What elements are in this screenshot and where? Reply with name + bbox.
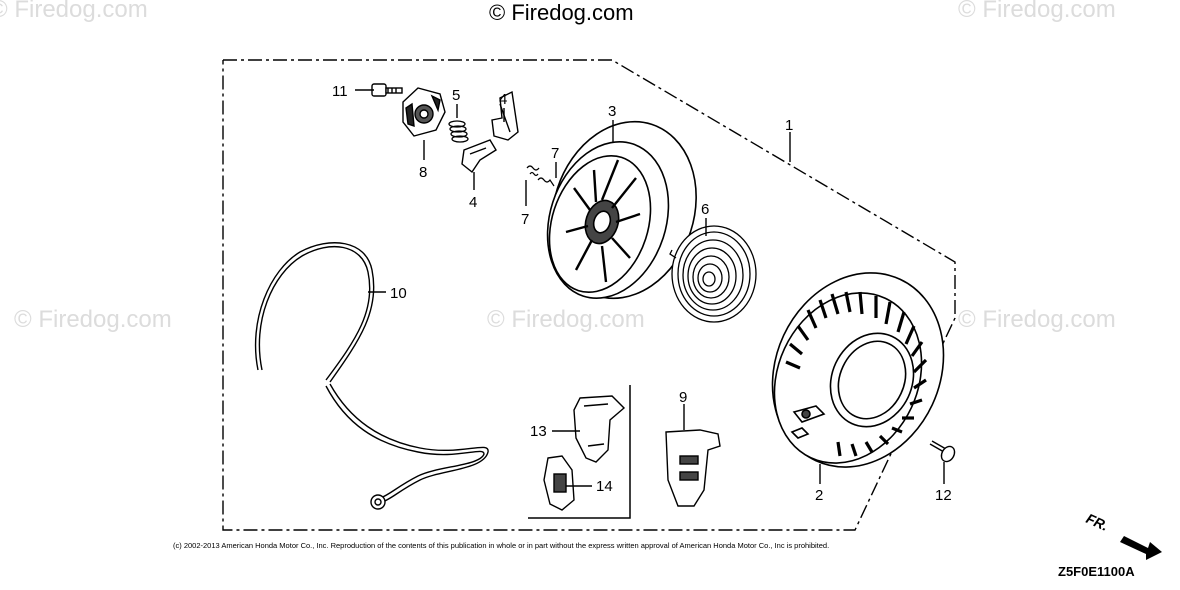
part-4-pawl-upper — [491, 90, 519, 141]
watermark-mid-left: © Firedog.com — [14, 306, 172, 333]
diagram-code: Z5F0E1100A — [1058, 564, 1135, 579]
callout-3: 3 — [608, 103, 616, 120]
part-10-rope — [254, 242, 489, 510]
callout-10: 10 — [390, 285, 407, 302]
callout-6: 6 — [701, 201, 709, 218]
callout-2: 2 — [815, 487, 823, 504]
part-12-bolt — [929, 440, 956, 463]
watermark-mid-center: © Firedog.com — [487, 306, 645, 333]
watermark-mid-right: © Firedog.com — [958, 306, 1116, 333]
callout-1: 1 — [785, 117, 793, 134]
watermark-top-center: © Firedog.com — [489, 0, 634, 25]
assembly-boundary — [222, 59, 956, 531]
copyright-notice: (c) 2002-2013 American Honda Motor Co., … — [173, 541, 830, 550]
part-14-handle-insert — [543, 455, 575, 511]
part-3-reel — [546, 120, 697, 300]
callout-14: 14 — [596, 478, 613, 495]
part-7-springs — [526, 165, 555, 187]
callout-7-lower: 7 — [521, 211, 529, 228]
callout-8: 8 — [419, 164, 427, 181]
callout-7-upper: 7 — [551, 145, 559, 162]
part-4-pawl-lower — [461, 139, 497, 174]
callout-4-upper: 4 — [499, 91, 507, 108]
part-13-handle — [573, 395, 626, 463]
part-11-bolt — [371, 83, 403, 97]
callout-5: 5 — [452, 87, 460, 104]
front-direction-arrow-icon — [1120, 536, 1162, 560]
handle-inset-frame — [528, 385, 631, 519]
callout-12: 12 — [935, 487, 952, 504]
callout-13: 13 — [530, 423, 547, 440]
watermark-top-right: © Firedog.com — [958, 0, 1116, 23]
part-2-starter-case — [771, 272, 945, 468]
callout-11: 11 — [332, 83, 348, 100]
watermark-top-left: © Firedog.com — [0, 0, 148, 23]
part-6-spiral-spring — [669, 225, 757, 323]
leader-lines — [355, 89, 945, 487]
callout-9: 9 — [679, 389, 687, 406]
part-8-ratchet — [402, 87, 446, 137]
part-9-handle-assembly — [665, 429, 721, 507]
part-5-spring — [448, 120, 469, 143]
callout-4-lower: 4 — [469, 194, 477, 211]
